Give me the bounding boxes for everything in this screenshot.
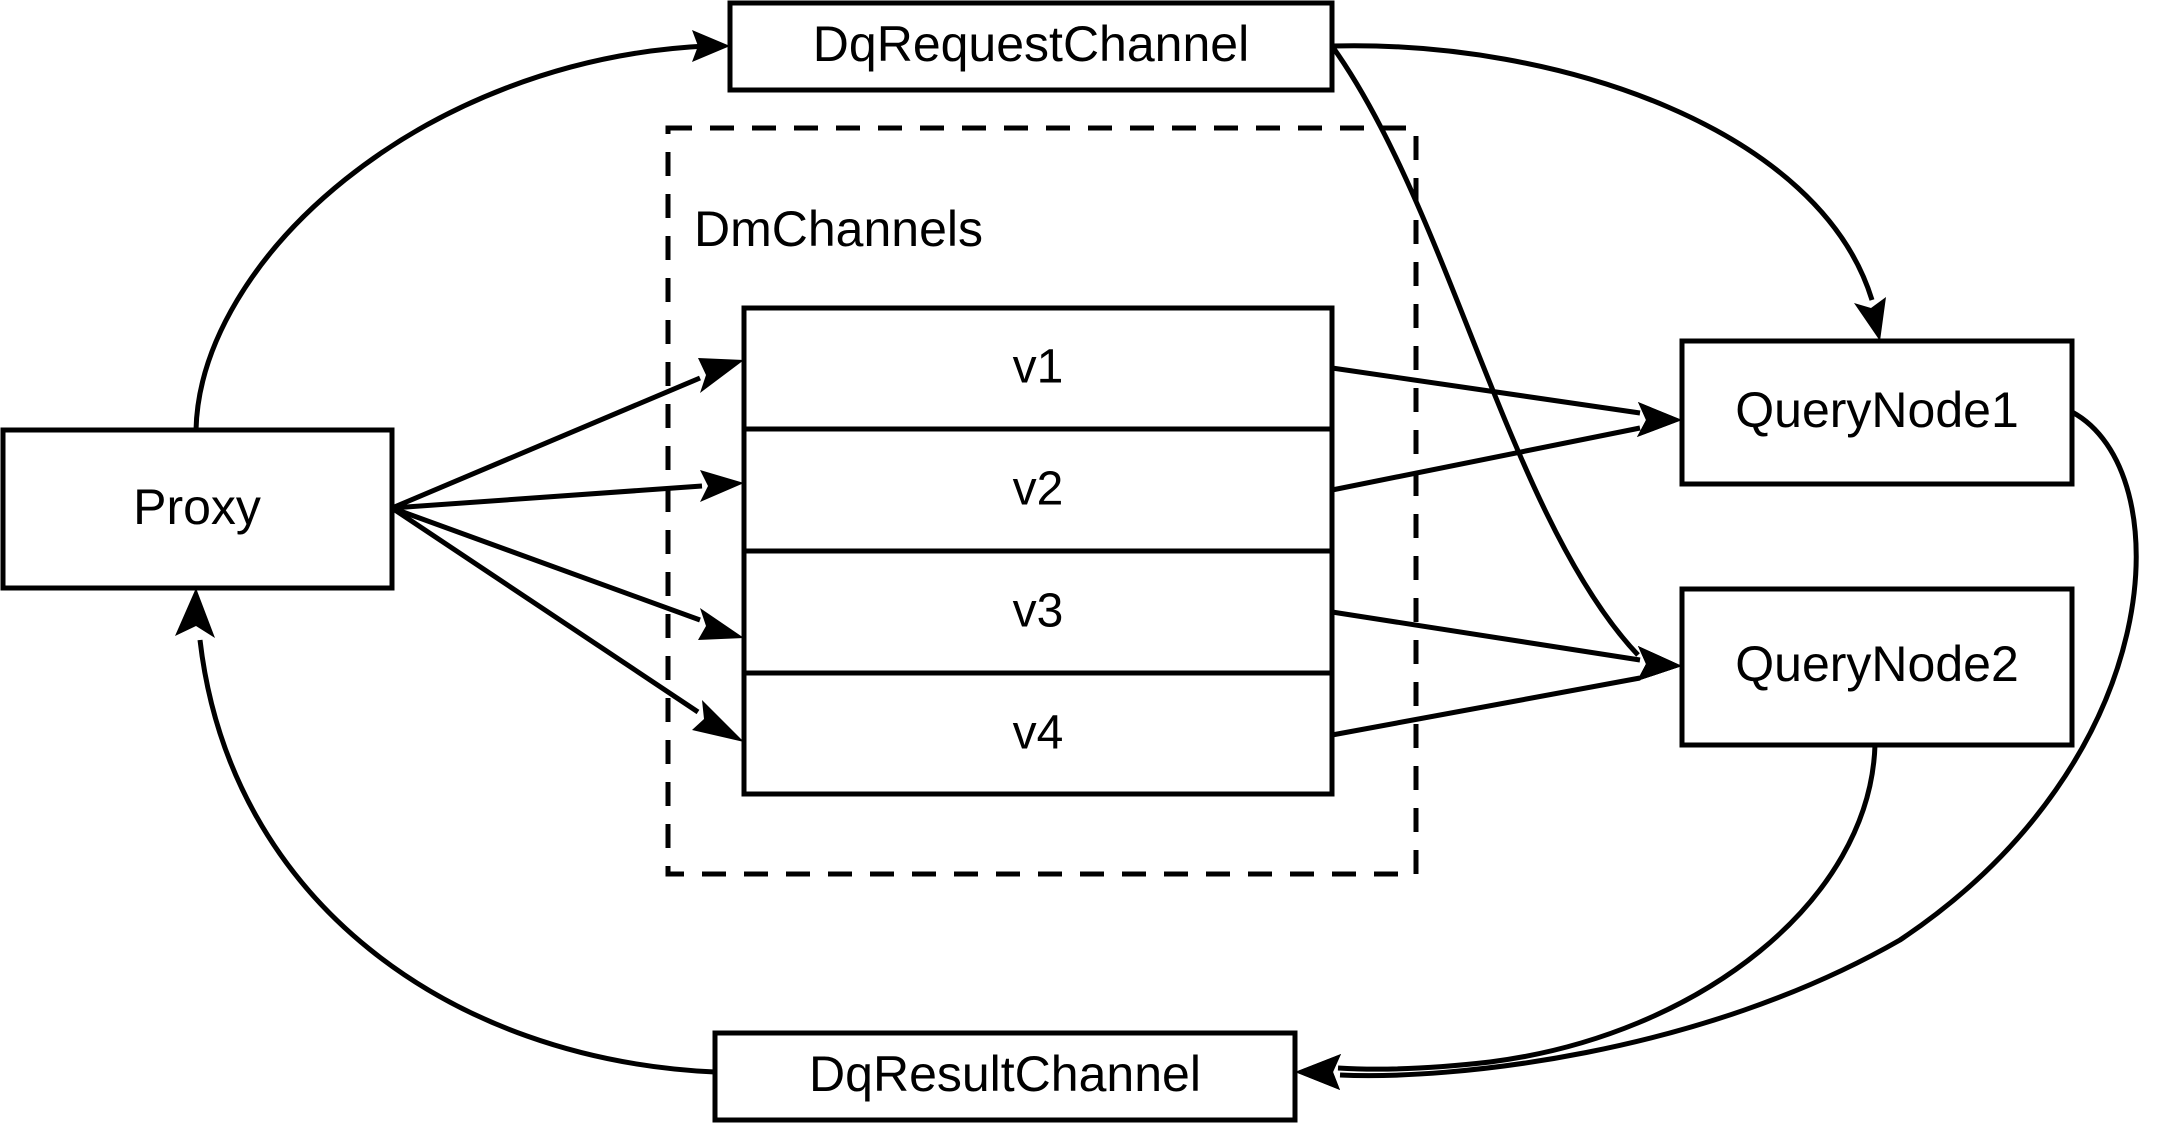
dq-result-channel-box[interactable] [712,1030,1298,1123]
proxy-label: Proxy [133,479,261,535]
query-node-2-box[interactable] [1679,586,2075,748]
node-query-node-1[interactable]: QueryNode1 [1679,338,2075,487]
channel-label-v2: v2 [1013,463,1064,516]
channel-label-v4: v4 [1013,707,1064,760]
dq-result-channel-label: DqResultChannel [809,1046,1201,1102]
edge-proxy-to-v1 [391,358,744,511]
edge-proxy-to-v2 [391,470,744,511]
channel-label-v3: v3 [1013,585,1064,638]
arrowhead-icon [1637,646,1682,681]
edge-dq-request-channel-to-query-node-1 [1331,43,1886,341]
edge-dq-request-channel-to-query-node-2 [1329,44,1682,681]
edge-dq-result-channel-to-proxy [175,588,716,1075]
arrowhead-icon [698,608,744,640]
query-node-1-box[interactable] [1679,338,2075,487]
edge-query-node-2-to-dq-result-channel [1295,744,1878,1090]
dq-request-channel-label: DqRequestChannel [813,16,1249,72]
edge-proxy-to-v3 [391,505,744,640]
dm-channels-label: DmChannels [694,201,983,257]
dq-request-channel-box[interactable] [727,0,1335,93]
edge-v2-to-query-node-1 [1331,402,1682,493]
channel-row-v2[interactable]: v2 [1013,463,1064,516]
proxy-box[interactable] [0,427,395,591]
dm-channels-border [665,125,1419,877]
channel-row-v4[interactable]: v4 [1013,707,1064,760]
channel-label-v1: v1 [1013,341,1064,394]
arrowhead-icon [692,30,730,62]
query-node-1-label: QueryNode1 [1735,382,2019,438]
arrowhead-icon [1854,297,1886,341]
edge-query-node-1-to-dq-result-channel [1295,409,2139,1090]
dm-channels-group: DmChannels [665,125,1419,877]
channel-row-v1[interactable]: v1 [1013,341,1064,394]
arrowhead-icon [1637,402,1682,437]
channel-row-v3[interactable]: v3 [1013,585,1064,638]
node-dq-request-channel[interactable]: DqRequestChannel [727,0,1335,93]
edge-v4-to-query-node-2 [1331,646,1682,738]
edge-proxy-to-v4 [390,505,744,742]
edge-proxy-to-dq-request-channel [193,30,730,431]
query-node-2-label: QueryNode2 [1735,636,2019,692]
arrowhead-icon [692,700,744,742]
node-proxy[interactable]: Proxy [0,427,395,591]
arrowhead-icon [698,358,744,393]
node-dq-result-channel[interactable]: DqResultChannel [712,1030,1298,1123]
arrowhead-icon [700,470,744,502]
channel-stack: v1 v2 v3 v4 [741,305,1335,797]
arrowhead-icon [175,588,215,638]
arrowhead-icon [1295,1054,1341,1090]
node-query-node-2[interactable]: QueryNode2 [1679,586,2075,748]
